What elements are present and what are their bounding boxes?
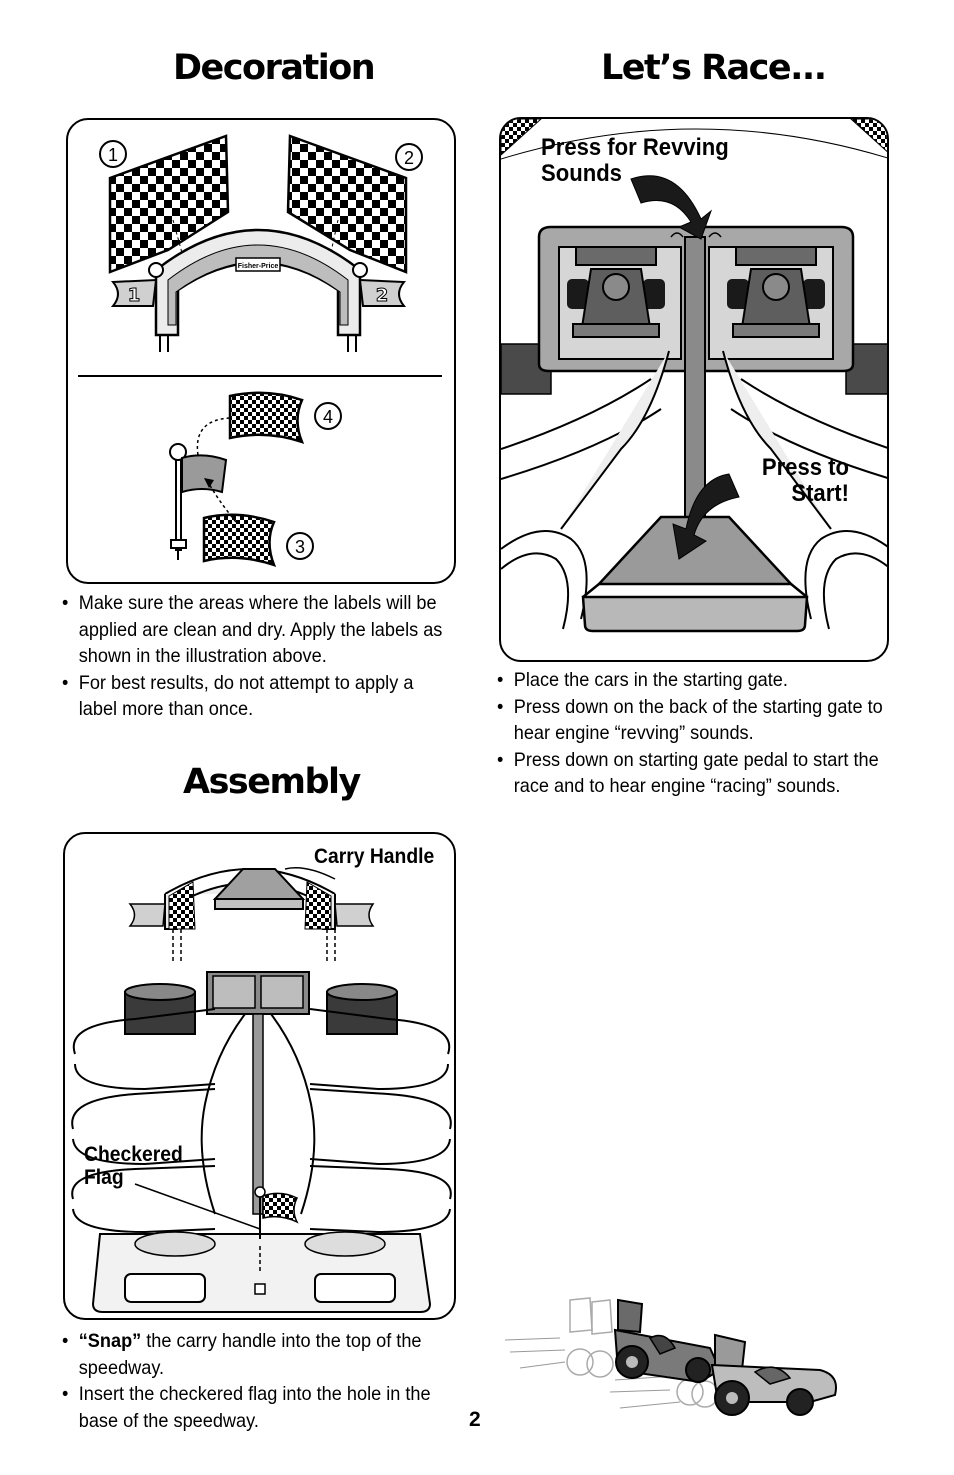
- lets-race-heading: Let’s Race...: [601, 48, 827, 88]
- checkered-flag-4: [228, 391, 305, 445]
- revving-arrow: [630, 175, 713, 240]
- svg-text:1: 1: [108, 145, 118, 165]
- assembly-bullet-1: “Snap” the carry handle into the top of …: [62, 1328, 447, 1381]
- assembly-bullet-1-text: the carry handle into the top of the spe…: [78, 1330, 422, 1379]
- checkered-banner-2: [286, 134, 408, 274]
- grey-race-car: [710, 1333, 837, 1416]
- assembly-bullet-1-emphasis: “Snap”: [78, 1330, 142, 1352]
- svg-text:3: 3: [295, 537, 305, 557]
- svg-text:1: 1: [128, 285, 141, 306]
- start-callout: Press to Start!: [761, 454, 849, 507]
- checkered-banner-1: [108, 134, 230, 274]
- page-number: 2: [469, 1408, 481, 1431]
- decoration-bullet-1: Make sure the areas where the labels wil…: [62, 590, 447, 670]
- brand-label: Fisher-Price: [238, 263, 279, 270]
- lets-race-bullet-2: Press down on the back of the starting g…: [497, 694, 893, 747]
- lets-race-instructions: Place the cars in the starting gate. Pre…: [497, 667, 893, 800]
- checkered-flag-callout: Checkered Flag: [84, 1143, 183, 1189]
- dark-race-car: [613, 1298, 722, 1384]
- grey-flag: [181, 454, 228, 494]
- race-car-right: [727, 246, 825, 338]
- assembly-heading: Assembly: [183, 762, 361, 802]
- marker-3: 3: [286, 532, 314, 560]
- assembly-illustration-panel: Fisher-Price: [63, 832, 456, 1320]
- race-car-left: [567, 246, 665, 338]
- svg-text:2: 2: [404, 148, 414, 168]
- decoration-instructions: Make sure the areas where the labels wil…: [62, 590, 447, 723]
- lets-race-bullet-1: Place the cars in the starting gate.: [497, 667, 893, 694]
- decoration-heading: Decoration: [173, 48, 376, 88]
- assembly-bullet-2-text: Insert the checkered flag into the hole …: [78, 1383, 431, 1432]
- revving-callout: Press for Revving Sounds: [541, 134, 729, 187]
- carry-handle-callout: Carry Handle: [314, 845, 435, 868]
- assembly-instructions: “Snap” the carry handle into the top of …: [62, 1328, 447, 1434]
- lets-race-bullet-3: Press down on starting gate pedal to sta…: [497, 747, 893, 800]
- assembly-bullet-2: Insert the checkered flag into the hole …: [62, 1381, 447, 1434]
- start-arrow: [672, 473, 740, 560]
- lets-race-illustration-panel: Press for Revving Sounds Press to Start!: [499, 117, 889, 662]
- checkered-flag-3: [202, 513, 277, 568]
- racing-cars-illustration: [504, 1297, 837, 1416]
- svg-text:2: 2: [376, 285, 389, 306]
- svg-text:4: 4: [323, 407, 333, 427]
- decoration-illustration-panel: Fisher-Price 1 2 1 2: [66, 118, 456, 584]
- marker-4: 4: [314, 402, 342, 430]
- marker-1: 1: [99, 140, 127, 168]
- marker-2: 2: [395, 143, 423, 171]
- decoration-bullet-2: For best results, do not attempt to appl…: [62, 670, 447, 723]
